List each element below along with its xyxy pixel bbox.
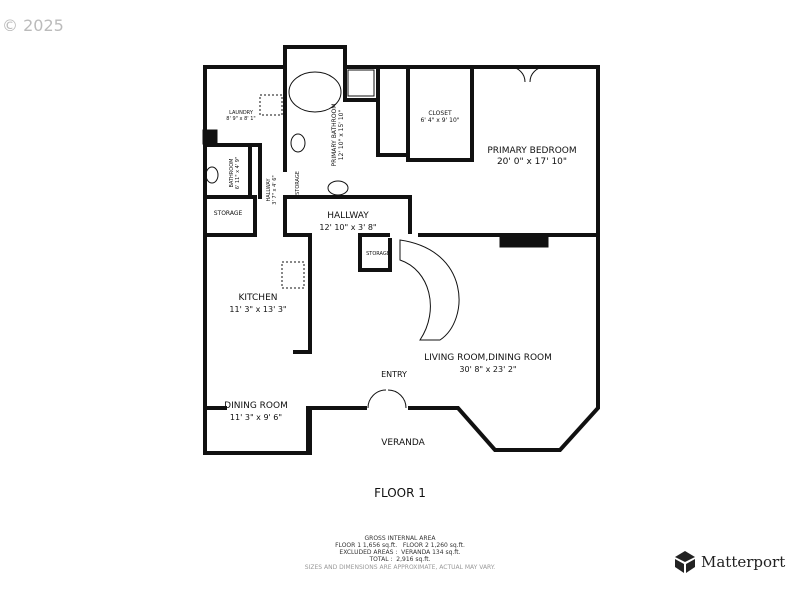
area-disclaimer: SIZES AND DIMENSIONS ARE APPROXIMATE, AC… [304,564,496,571]
veranda-label: VERANDA [381,438,425,448]
entry-label: ENTRY [381,370,407,379]
room-dims: 6' 4" x 9' 10" [420,117,460,124]
room-name: PRIMARY BATHROOM [331,103,338,167]
room-name: LAUNDRY [229,110,253,116]
room-dims: 30' 8" x 23' 2" [459,365,517,374]
room-dims: 12' 10" x 15' 10" [338,109,345,161]
room-name: DINING ROOM [224,401,288,411]
dining-room-label: DINING ROOM 11' 3" x 9' 6" [224,401,288,423]
area-title: GROSS INTERNAL AREA [364,535,436,542]
storage-label: STORAGE [213,210,243,217]
kitchen-label: KITCHEN 11' 3" x 13' 3" [229,293,286,315]
floor-label: FLOOR 1 [374,486,426,500]
brand-name: Matterport [701,553,786,571]
room-dims: 11' 3" x 13' 3" [229,305,287,314]
room-dims: 3' 7" x 4' 6" [272,175,278,205]
matterport-icon [675,551,695,573]
room-name: HALLWAY [327,211,369,221]
room-name: PRIMARY BEDROOM [487,146,577,156]
matterport-logo: Matterport [673,550,785,574]
stairs-storage-label: STORAGE [366,251,390,257]
room-dims: 11' 3" x 9' 6" [229,413,283,422]
room-dims: 20' 0" x 17' 10" [496,157,568,167]
room-name: KITCHEN [238,293,278,303]
small-storage-label: STORAGE [295,171,301,195]
room-dims: 12' 10" x 3' 8" [319,223,377,232]
living-dining-label: LIVING ROOM,DINING ROOM 30' 8" x 23' 2" [424,353,552,375]
area-excluded: EXCLUDED AREAS : VERANDA 134 sq.ft. [339,549,461,556]
area-summary: GROSS INTERNAL AREA FLOOR 1 1,656 sq.ft.… [305,535,495,571]
room-name: CLOSET [428,110,452,117]
area-floors: FLOOR 1 1,656 sq.ft. FLOOR 2 1,260 sq.ft… [335,542,465,549]
area-total: TOTAL : 2,916 sq.ft. [369,556,431,563]
room-dims: 8' 9" x 8' 1" [226,116,256,122]
copyright: © 2025 [2,16,64,35]
room-name: LIVING ROOM,DINING ROOM [424,353,552,363]
room-dims: 6' 11" x 4' 9" [235,156,241,190]
hallway-label: HALLWAY 12' 10" x 3' 8" [319,211,376,233]
